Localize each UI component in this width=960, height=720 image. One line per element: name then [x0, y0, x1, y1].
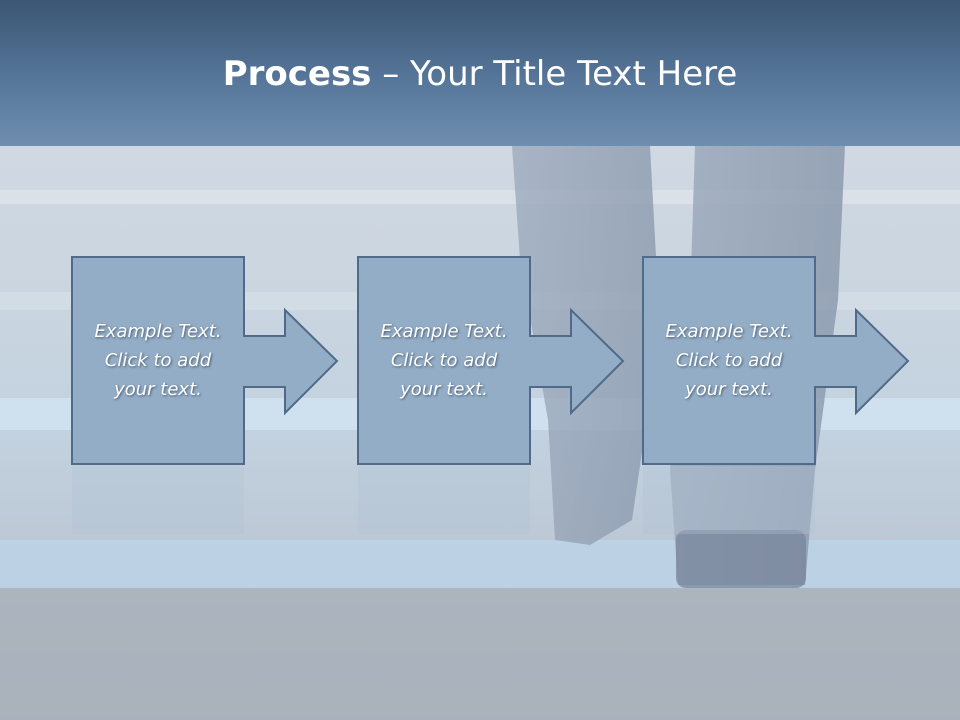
- step-reflection: [643, 466, 815, 534]
- step-reflection: [72, 466, 244, 534]
- step-reflection: [358, 466, 530, 534]
- process-step-text-1[interactable]: Example Text. Click to add your text.: [94, 320, 222, 400]
- title-rest: – Your Title Text Here: [371, 54, 738, 94]
- process-step-arrow-1[interactable]: [71, 256, 339, 465]
- slide-title[interactable]: Process – Your Title Text Here: [0, 52, 960, 96]
- title-bold: Process: [222, 54, 372, 94]
- process-step-arrow-3[interactable]: [642, 256, 910, 465]
- process-step-text-2[interactable]: Example Text. Click to add your text.: [380, 320, 508, 400]
- process-step-text-3[interactable]: Example Text. Click to add your text.: [665, 320, 793, 400]
- title-bar: Process – Your Title Text Here: [0, 0, 960, 146]
- process-step-arrow-2[interactable]: [357, 256, 625, 465]
